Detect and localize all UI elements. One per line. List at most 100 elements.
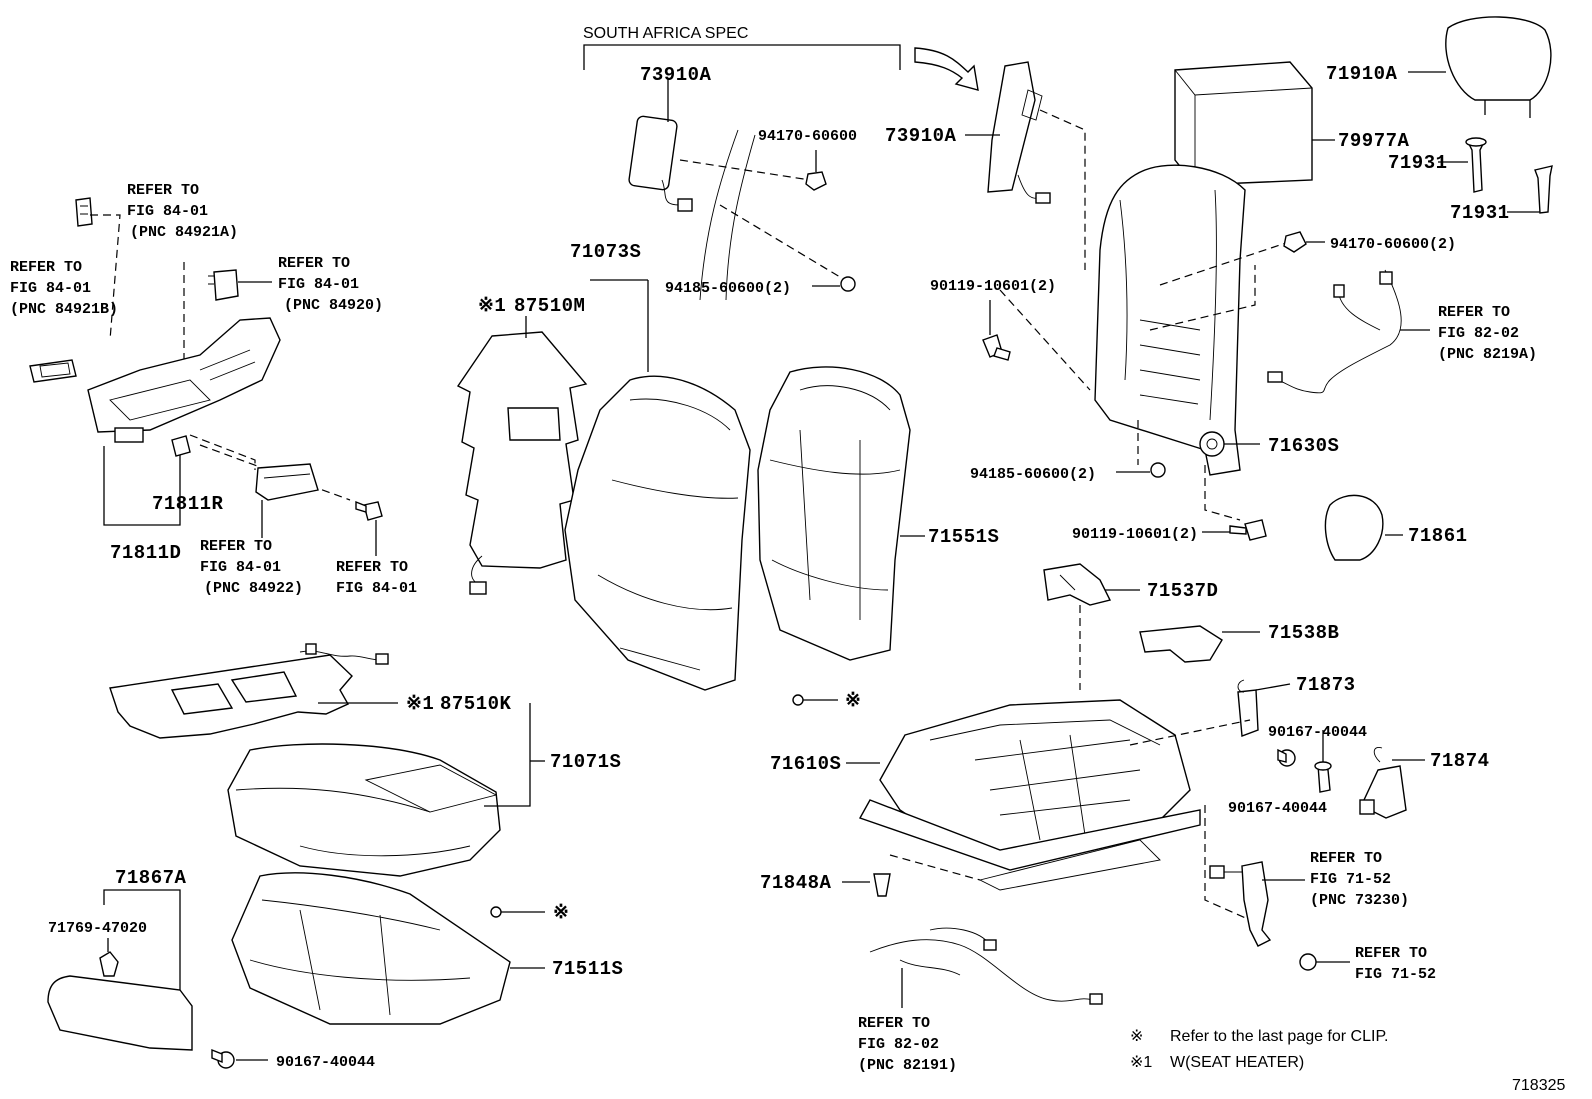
svg-text:REFER TO: REFER TO <box>10 259 82 276</box>
label-71610S: 71610S <box>770 753 841 775</box>
cover-71867A <box>47 975 193 1051</box>
label-71769: 71769-47020 <box>48 920 147 937</box>
label-87510K: 87510K <box>440 693 512 715</box>
label-71867A: 71867A <box>115 867 187 889</box>
note-1-mark: ※ <box>1130 1028 1143 1045</box>
nut-94170-top <box>805 150 827 191</box>
seatback-frame <box>999 164 1296 521</box>
ref-84921B: REFER TO FIG 84-01 (PNC 84921B) <box>10 259 118 318</box>
label-71511S: 71511S <box>552 958 623 980</box>
bolt-90119-mid <box>1202 519 1267 541</box>
label-79977A: 79977A <box>1338 130 1410 152</box>
label-90167-c: 90167-40044 <box>276 1054 375 1071</box>
label-71861: 71861 <box>1408 525 1468 547</box>
svg-text:FIG 71-52: FIG 71-52 <box>1355 966 1436 983</box>
svg-text:REFER TO: REFER TO <box>336 559 408 576</box>
svg-text:(PNC 84922): (PNC 84922) <box>204 580 303 597</box>
clip-71769 <box>99 938 119 977</box>
svg-text:FIG 84-01: FIG 84-01 <box>200 559 281 576</box>
clip-symbol-a <box>792 694 838 706</box>
shield-71811D <box>87 317 281 443</box>
svg-text:(PNC 84920): (PNC 84920) <box>284 297 383 314</box>
label-73910A-right: 73910A <box>885 125 957 147</box>
note-1-text: Refer to the last page for CLIP. <box>1170 1028 1389 1045</box>
label-71873: 71873 <box>1296 674 1356 696</box>
svg-text:(PNC 8219A): (PNC 8219A) <box>1438 346 1537 363</box>
svg-text:FIG 84-01: FIG 84-01 <box>278 276 359 293</box>
spec-label: SOUTH AFRICA SPEC <box>583 25 748 42</box>
heater-87510K <box>109 643 398 739</box>
bracket-71537D <box>1043 563 1140 690</box>
label-87510M: 87510M <box>514 295 585 317</box>
label-94185-mid: 94185-60600(2) <box>970 466 1096 483</box>
nut-94185-mid <box>1116 462 1166 478</box>
label-71931-a: 71931 <box>1388 152 1448 174</box>
label-71630S: 71630S <box>1268 435 1339 457</box>
label-94170-right: 94170-60600(2) <box>1330 236 1456 253</box>
screw-90167-a <box>1277 748 1296 767</box>
ref-73230: REFER TO FIG 71-52 (PNC 73230) <box>1310 850 1409 909</box>
svg-text:REFER TO: REFER TO <box>1438 304 1510 321</box>
cushion-cover-71071S <box>227 703 545 877</box>
bracket-71538B <box>1139 625 1260 663</box>
harness-8219A <box>1267 269 1430 394</box>
svg-text:FIG 84-01: FIG 84-01 <box>10 280 91 297</box>
svg-text:REFER TO: REFER TO <box>278 255 350 272</box>
label-87510K-mark: ※1 <box>406 693 434 715</box>
screw-90167-c <box>211 1048 268 1069</box>
seatback-cover-71073S <box>564 279 751 691</box>
label-71910A: 71910A <box>1326 63 1398 85</box>
ref-8219A: REFER TO FIG 82-02 (PNC 8219A) <box>1438 304 1537 363</box>
nut-94185-top <box>812 276 856 292</box>
headrest-71910A <box>1408 16 1552 118</box>
bracket-71811D <box>103 446 181 526</box>
note-2-text: W(SEAT HEATER) <box>1170 1054 1304 1071</box>
label-90119-top: 90119-10601(2) <box>930 278 1056 295</box>
label-90167-a: 90167-40044 <box>1268 724 1367 741</box>
buckle-73230 <box>1209 861 1305 947</box>
seat-frame-71610S <box>846 699 1251 921</box>
screw-90167-b <box>1314 730 1332 793</box>
knob-71861 <box>1324 494 1403 561</box>
label-94170-top: 94170-60600 <box>758 128 857 145</box>
heater-87510M <box>456 331 588 595</box>
pad-79977A <box>1174 61 1335 186</box>
bolt-90119-top <box>982 300 1011 361</box>
svg-text:FIG 82-02: FIG 82-02 <box>858 1036 939 1053</box>
label-90119-mid: 90119-10601(2) <box>1072 526 1198 543</box>
diagram-id: 718325 <box>1512 1077 1565 1094</box>
switch-84922 <box>255 463 319 538</box>
nut-94170-right <box>1283 231 1325 253</box>
note-2-mark: ※1 <box>1130 1054 1152 1071</box>
label-clip-a: ※ <box>845 690 861 712</box>
label-71874: 71874 <box>1430 750 1490 772</box>
headrest-guide-71931 <box>1438 137 1553 214</box>
svg-text:REFER TO: REFER TO <box>1355 945 1427 962</box>
svg-text:REFER TO: REFER TO <box>858 1015 930 1032</box>
label-71811D: 71811D <box>110 542 181 564</box>
seatback-pad-71551S <box>757 366 925 661</box>
svg-text:FIG 82-02: FIG 82-02 <box>1438 325 1519 342</box>
svg-text:FIG 84-01: FIG 84-01 <box>127 203 208 220</box>
bracket-71867A <box>103 889 181 1010</box>
ref-84920: REFER TO FIG 84-01 (PNC 84920) <box>278 255 383 314</box>
label-90167-b: 90167-40044 <box>1228 800 1327 817</box>
svg-text:REFER TO: REFER TO <box>200 538 272 555</box>
label-clip-b: ※ <box>553 902 569 924</box>
svg-text:(PNC 73230): (PNC 73230) <box>1310 892 1409 909</box>
svg-text:FIG 71-52: FIG 71-52 <box>1310 871 1391 888</box>
label-87510M-mark: ※1 <box>478 295 506 317</box>
ref-84922: REFER TO FIG 84-01 (PNC 84922) <box>200 538 303 597</box>
cushion-pad-71511S <box>231 872 545 1025</box>
ref-7152: REFER TO FIG 71-52 <box>1355 945 1436 983</box>
label-71537D: 71537D <box>1147 580 1218 602</box>
switch-knob-84921A <box>75 197 121 341</box>
ref-82191: REFER TO FIG 82-02 (PNC 82191) <box>858 1015 957 1074</box>
ref-8401: REFER TO FIG 84-01 <box>336 559 417 597</box>
sensor-71874 <box>1359 747 1425 819</box>
switch-knob-84921B <box>29 359 77 383</box>
clip-71848A <box>842 873 891 897</box>
svg-text:REFER TO: REFER TO <box>127 182 199 199</box>
svg-text:(PNC 84921A): (PNC 84921A) <box>130 224 238 241</box>
